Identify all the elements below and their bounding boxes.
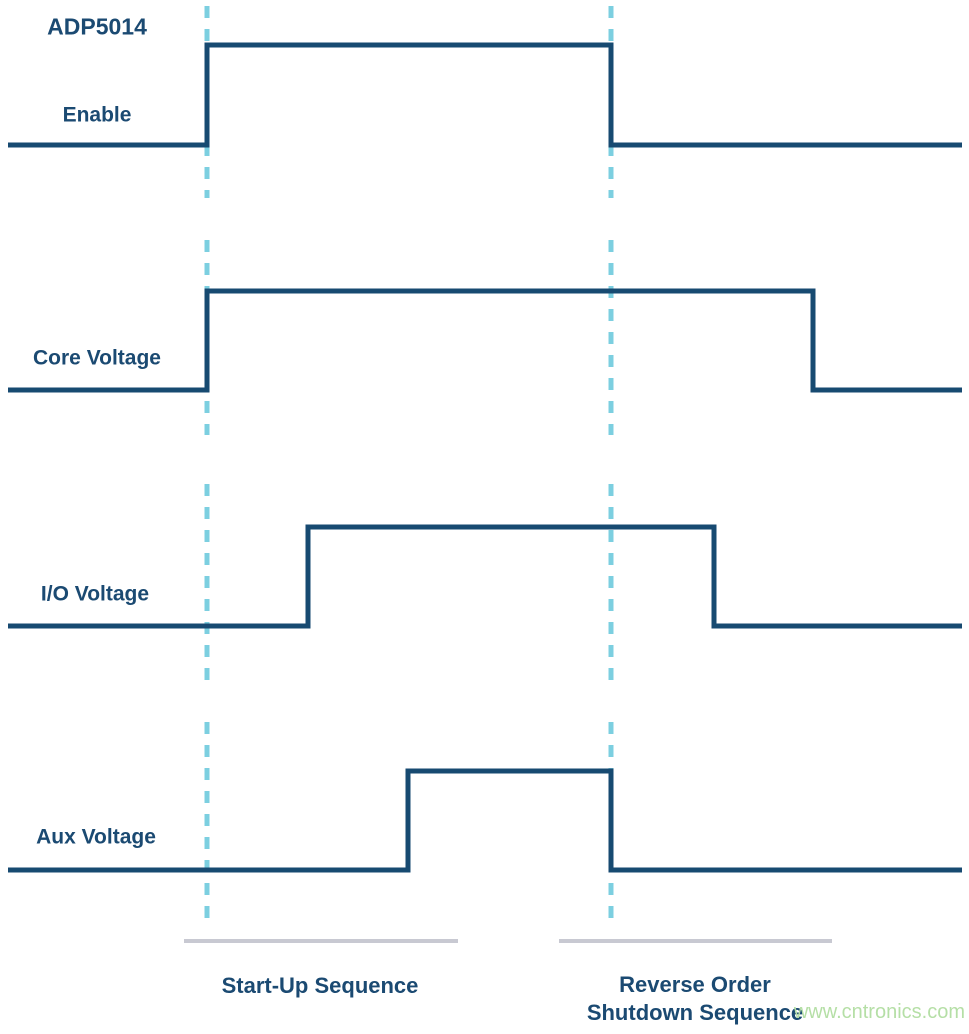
signal-waveform-aux-voltage [8, 768, 962, 873]
annotation-startup-sequence: Start-Up Sequence [221, 973, 419, 999]
annotation-reverse-shutdown-sequence: Reverse Order Shutdown Sequence [586, 972, 804, 1025]
page-title: ADP5014 [47, 13, 147, 40]
signal-label-aux-voltage: Aux Voltage [36, 825, 156, 849]
signal-waveform-enable [8, 42, 962, 148]
signal-waveform-i-o-voltage [8, 524, 962, 629]
signal-label-enable: Enable [62, 103, 132, 127]
signal-waveform-core-voltage [8, 288, 962, 393]
signal-label-io-voltage: I/O Voltage [40, 582, 150, 606]
watermark: www.cntronics.com [793, 1001, 965, 1023]
signal-label-core-voltage: Core Voltage [33, 346, 161, 370]
